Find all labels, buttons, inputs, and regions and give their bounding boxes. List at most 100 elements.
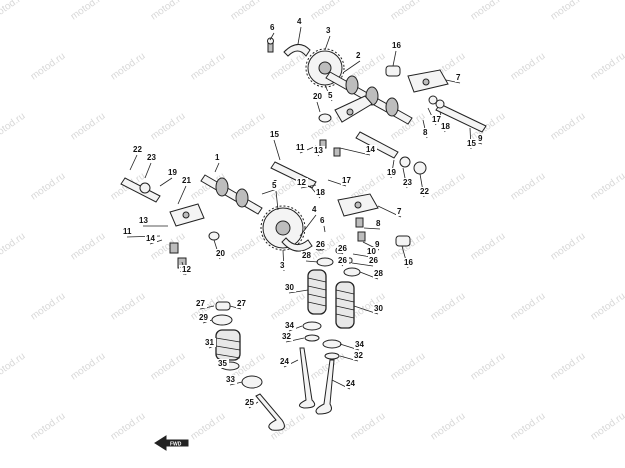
callout-c29: 29 bbox=[199, 313, 208, 322]
watermark-text: motod.ru bbox=[109, 291, 148, 323]
callout-c28a: 28 bbox=[302, 251, 311, 260]
watermark-text: motod.ru bbox=[29, 291, 68, 323]
callout-bg-c11b bbox=[122, 227, 134, 236]
callout-c4a: 4 bbox=[297, 17, 302, 26]
chain-guide-bracket-upper bbox=[283, 44, 311, 57]
leader-line-c28a bbox=[305, 260, 319, 263]
callout-bg-c18b bbox=[315, 188, 327, 197]
callout-c4b: 4 bbox=[312, 205, 317, 214]
valves-right bbox=[299, 347, 335, 415]
callout-c6a: 6 bbox=[270, 23, 275, 32]
callout-c11a: 11 bbox=[296, 143, 305, 152]
callout-c9b: 9 bbox=[375, 240, 380, 249]
callout-bg-c8a bbox=[422, 128, 429, 137]
spring-seats-right bbox=[302, 321, 342, 360]
watermark-text: motod.ru bbox=[549, 0, 588, 22]
watermark-text: motod.ru bbox=[509, 171, 548, 203]
callout-c13a: 13 bbox=[314, 146, 323, 155]
callout-c34b: 34 bbox=[355, 340, 364, 349]
callout-bg-c5a bbox=[327, 91, 334, 100]
callout-bg-c23a bbox=[146, 153, 158, 162]
watermark-text: motod.ru bbox=[189, 51, 228, 83]
watermark-text: motod.ru bbox=[509, 51, 548, 83]
callout-c3a: 3 bbox=[326, 26, 331, 35]
callout-bg-c27b bbox=[236, 299, 248, 308]
watermark-text: motod.ru bbox=[29, 51, 68, 83]
leader-line-c32b bbox=[339, 355, 359, 362]
callout-bg-c11a bbox=[295, 143, 307, 152]
callout-bg-c19b bbox=[167, 168, 179, 177]
cap-16-upper bbox=[385, 65, 401, 77]
watermark-text: motod.ru bbox=[549, 351, 588, 383]
callout-bg-c15a bbox=[269, 130, 281, 139]
callout-bg-c26d bbox=[368, 256, 380, 265]
callout-bg-c7a bbox=[455, 73, 462, 82]
callout-bg-c12b bbox=[181, 265, 193, 274]
callout-bg-c25 bbox=[244, 398, 256, 407]
watermark-text: motod.ru bbox=[0, 231, 27, 263]
callout-bg-c26a bbox=[315, 240, 327, 249]
callout-c8a: 8 bbox=[423, 128, 428, 137]
callout-bg-c9b bbox=[374, 240, 381, 249]
watermark-text: motod.ru bbox=[349, 411, 388, 443]
callout-c30a: 30 bbox=[285, 283, 294, 292]
callout-c2a: 2 bbox=[356, 51, 361, 60]
leader-line-c15a bbox=[273, 139, 281, 161]
callout-bg-c16b bbox=[403, 258, 415, 267]
callout-bg-c31 bbox=[204, 338, 216, 347]
callout-c30b: 30 bbox=[374, 304, 383, 313]
callout-c25: 25 bbox=[245, 398, 254, 407]
watermark-text: motod.ru bbox=[149, 111, 188, 143]
watermark-text: motod.ru bbox=[69, 111, 108, 143]
chain-guide-bracket-middle bbox=[281, 237, 313, 252]
watermark-text: motod.ru bbox=[509, 411, 548, 443]
seal-washers-right bbox=[399, 95, 445, 175]
callout-bg-c19a bbox=[386, 168, 398, 177]
callout-c31: 31 bbox=[205, 338, 214, 347]
callout-c33: 33 bbox=[226, 375, 235, 384]
callout-labels: 1223344556677889910101111121213131414151… bbox=[122, 17, 484, 407]
callout-bg-c32a bbox=[281, 332, 293, 341]
bolt-upper bbox=[267, 37, 274, 53]
callout-bg-c20b bbox=[215, 249, 227, 258]
callout-c15a: 15 bbox=[270, 130, 279, 139]
callout-c26c: 26 bbox=[338, 256, 347, 265]
callout-c16a: 16 bbox=[392, 41, 401, 50]
callout-c8b: 8 bbox=[376, 219, 381, 228]
callout-c17a: 17 bbox=[432, 115, 441, 124]
callout-bg-c13a bbox=[313, 146, 325, 155]
callout-c7b: 7 bbox=[397, 207, 402, 216]
callout-bg-c22b bbox=[419, 187, 431, 196]
watermark-text: motod.ru bbox=[29, 171, 68, 203]
callout-c14b: 14 bbox=[146, 234, 155, 243]
leader-line-c7a bbox=[445, 79, 461, 84]
callout-bg-c26b bbox=[337, 244, 349, 253]
leader-line-c20a bbox=[316, 101, 321, 113]
callout-bg-c24b bbox=[345, 379, 357, 388]
callout-bg-c1 bbox=[214, 153, 221, 162]
watermark-text: motod.ru bbox=[429, 411, 468, 443]
callout-bg-c16a bbox=[391, 41, 403, 50]
callout-c34a: 34 bbox=[285, 321, 294, 330]
callout-c19a: 19 bbox=[387, 168, 396, 177]
callout-c23a: 23 bbox=[147, 153, 156, 162]
watermark-text: motod.ru bbox=[469, 231, 508, 263]
leader-line-c19b bbox=[159, 177, 173, 187]
callout-bg-c26c bbox=[337, 256, 349, 265]
watermark-text: motod.ru bbox=[389, 0, 428, 22]
callout-c14a: 14 bbox=[366, 145, 375, 154]
callout-bg-c35 bbox=[217, 359, 229, 368]
rocker-shaft-upper-right bbox=[435, 103, 487, 133]
callout-c3b: 3 bbox=[280, 261, 285, 270]
watermark-text: motod.ru bbox=[149, 351, 188, 383]
callout-bg-c30b bbox=[373, 304, 385, 313]
leader-line-c4b bbox=[299, 214, 317, 237]
watermark-text: motod.ru bbox=[429, 291, 468, 323]
callout-bg-c15b bbox=[466, 139, 478, 148]
watermark-text: motod.ru bbox=[109, 51, 148, 83]
callout-c16b: 16 bbox=[404, 258, 413, 267]
leader-line-c23a bbox=[144, 162, 152, 179]
leader-line-c27b bbox=[229, 305, 242, 310]
callout-bg-c17a bbox=[431, 115, 443, 124]
watermark-text: motod.ru bbox=[229, 231, 268, 263]
